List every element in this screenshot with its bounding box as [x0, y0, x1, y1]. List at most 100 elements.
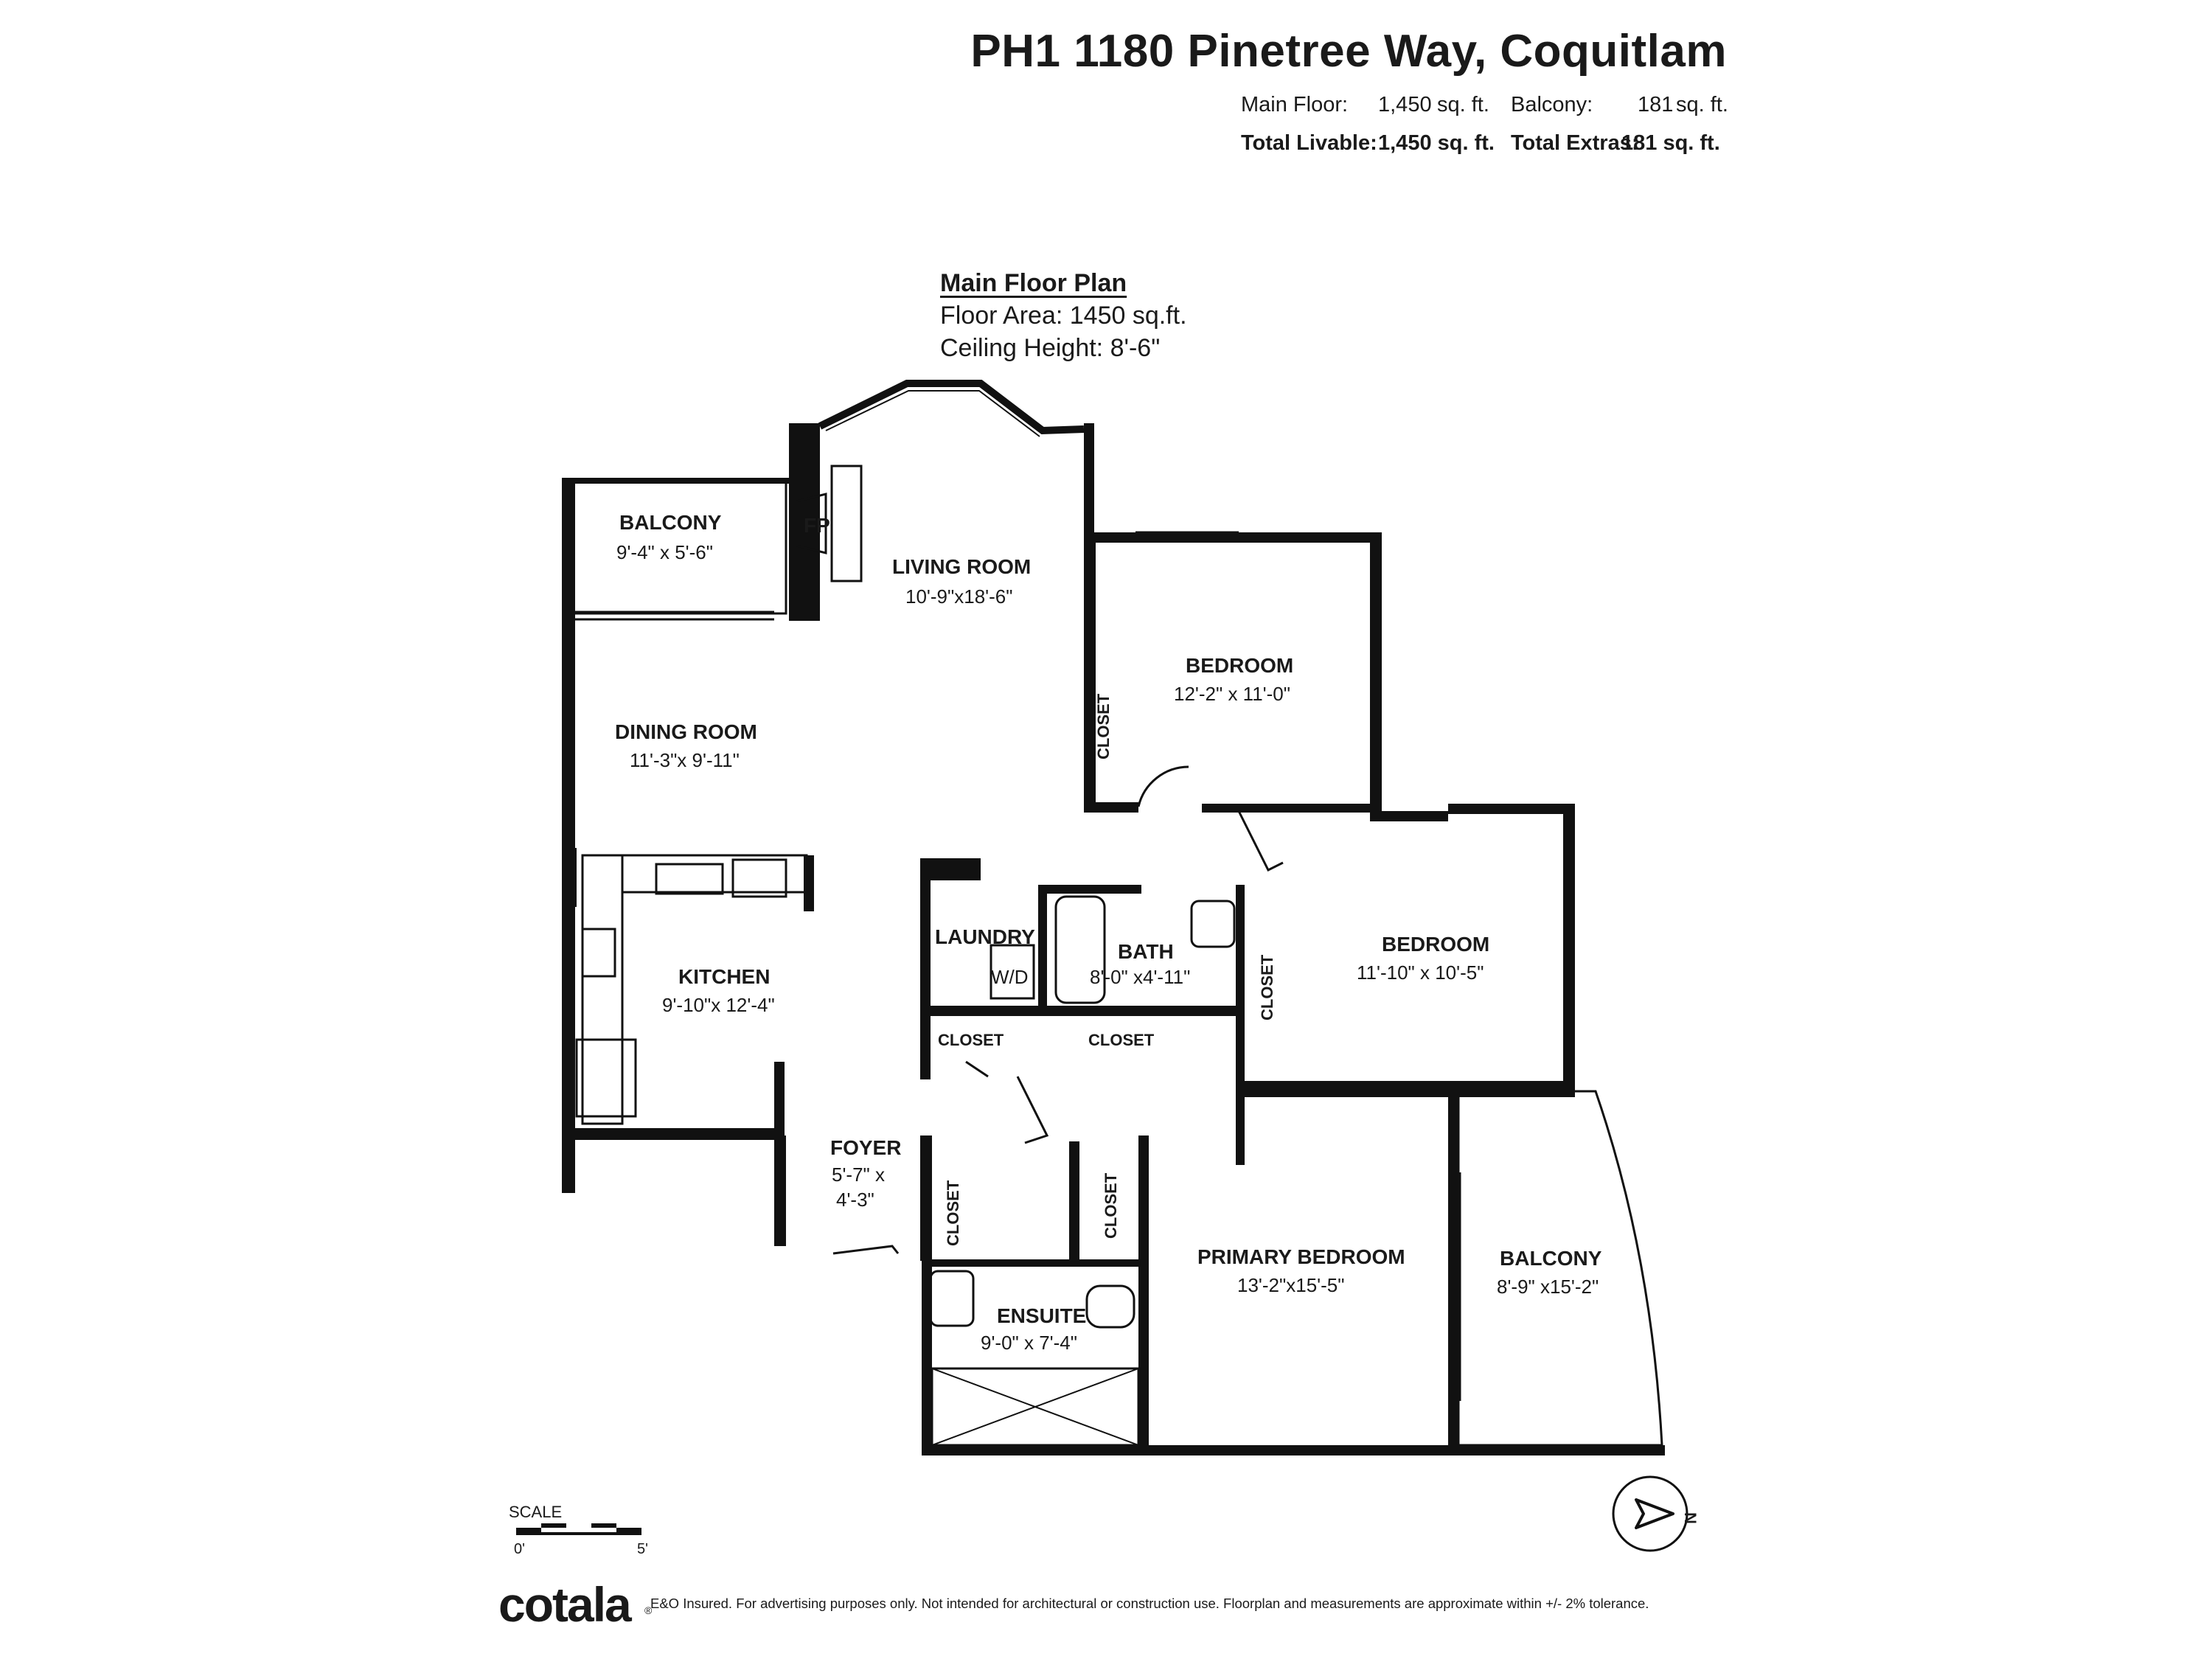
registered-mark: ® — [644, 1604, 653, 1616]
compass-icon — [1612, 1475, 1688, 1552]
bedroom1-door — [1137, 765, 1189, 807]
ensuite-dims: 9'-0" x 7'-4" — [981, 1332, 1077, 1354]
wall-ensuite-north — [922, 1259, 1143, 1267]
washer-dryer — [990, 944, 1035, 1000]
hall-door — [1016, 1076, 1049, 1144]
bath-sink — [1190, 900, 1236, 948]
room-labels: BALCONY 9'-4" x 5'-6" LIVING ROOM 10'-9"… — [615, 511, 1602, 1354]
balcony-west-outline — [563, 479, 787, 615]
windows — [575, 531, 1569, 1401]
listing-title: PH1 1180 Pinetree Way, Coquitlam — [970, 26, 1727, 77]
wall-south — [922, 1445, 1665, 1455]
balcony-west-label: BALCONY — [619, 511, 722, 534]
foyer-label: FOYER — [830, 1136, 901, 1159]
total-livable-value: 1,450 sq. ft. — [1378, 131, 1495, 155]
wall-ensuite-east — [1138, 1135, 1149, 1453]
wall-fireplace-mass — [789, 423, 820, 621]
scale-bar — [516, 1523, 641, 1535]
cotala-logo: cotala — [498, 1577, 632, 1632]
wall-bath-south — [920, 1006, 1245, 1016]
main-floor-value: 1,450 — [1378, 93, 1432, 116]
plan-info: Main Floor Plan Floor Area: 1450 sq.ft. … — [940, 267, 1187, 364]
bath-dims: 8'-0" x4'-11" — [1090, 966, 1190, 988]
laundry-label: LAUNDRY — [935, 925, 1035, 948]
entry-door — [832, 1245, 900, 1255]
kitchen-appliance — [575, 1038, 637, 1118]
wall-primary-east — [1448, 1091, 1458, 1453]
dining-room-label: DINING ROOM — [615, 720, 757, 743]
ensuite-label: ENSUITE — [997, 1304, 1086, 1327]
scale-label: SCALE — [509, 1503, 563, 1521]
kitchen-fridge — [731, 858, 787, 898]
wall-bedroom2-east — [1563, 804, 1575, 1097]
exterior-walls — [562, 423, 1665, 1455]
closet-door — [965, 1060, 989, 1078]
fireplace-label: FP — [804, 514, 830, 537]
bedroom2-door — [1237, 810, 1284, 872]
balcony-west-dims: 9'-4" x 5'-6" — [616, 541, 713, 563]
kitchen-counter-west — [581, 854, 624, 1125]
living-room-label: LIVING ROOM — [892, 555, 1031, 578]
wall-bedroom1-east — [1370, 532, 1382, 813]
kitchen-fixtures — [575, 854, 808, 1125]
main-floor-label: Main Floor: — [1241, 93, 1349, 116]
wall-foyer-west — [774, 1135, 786, 1246]
kitchen-label: KITCHEN — [678, 965, 770, 988]
wall-kitchen-east-lower — [774, 1062, 785, 1140]
closet-hall-1: CLOSET — [938, 1031, 1004, 1049]
balcony-label: Balcony: — [1511, 93, 1593, 116]
closet-bedroom2: CLOSET — [1258, 954, 1276, 1020]
dining-room-dims: 11'-3"x 9'-11" — [630, 749, 740, 771]
primary-bedroom-dims: 13'-2"x15'-5" — [1237, 1274, 1344, 1296]
wall-bedroom2-south — [1239, 1081, 1575, 1097]
kitchen-counter-north — [621, 854, 808, 894]
wall-laundry-bath — [1038, 885, 1047, 1010]
balcony-unit: sq. ft. — [1676, 93, 1728, 116]
kitchen-sink — [655, 863, 724, 895]
stove — [581, 928, 616, 978]
wall-bedroom1-south-a — [1084, 802, 1138, 813]
bedroom2-dims: 11'-10" x 10'-5" — [1357, 961, 1484, 984]
kitchen-dims: 9'-10"x 12'-4" — [662, 994, 775, 1016]
wall-laundry-west — [920, 858, 931, 1006]
closet-bedroom1: CLOSET — [1094, 693, 1113, 759]
wall-bath-north — [1038, 885, 1141, 894]
wall-living-east — [1084, 423, 1094, 534]
bay-window — [818, 380, 1085, 437]
wall-bedroom1-west — [1084, 532, 1096, 813]
wall-kitchen-nw — [562, 848, 577, 907]
wall-bedroom1-south-b — [1202, 804, 1382, 813]
closet-ensuite-2: CLOSET — [1102, 1172, 1120, 1239]
ensuite-sink — [929, 1270, 975, 1327]
bath-fixtures — [929, 895, 1236, 1447]
foyer-dims-1: 5'-7" x — [832, 1164, 885, 1186]
bedroom1-label: BEDROOM — [1186, 654, 1293, 677]
closet-ensuite-1: CLOSET — [944, 1180, 962, 1246]
wall-west — [562, 478, 575, 1193]
bath-label: BATH — [1118, 940, 1174, 963]
wall-closet-west — [920, 1006, 931, 1079]
bathtub — [1054, 895, 1106, 1004]
wall-kitchen-east-upper — [804, 855, 814, 911]
wall-closet-left — [920, 1135, 931, 1261]
total-extras-value: 181 sq. ft. — [1621, 131, 1720, 155]
balcony-outlines — [563, 479, 1663, 1447]
foyer-dims-2: 4'-3" — [836, 1189, 874, 1211]
wall-kitchen-south — [562, 1128, 780, 1140]
wall-bath-east — [1236, 885, 1245, 1165]
balcony-value: 181 — [1638, 93, 1674, 116]
scale-zero: 0' — [514, 1541, 525, 1557]
ceiling-height: Ceiling Height: 8'-6" — [940, 334, 1161, 362]
balcony-east-dims: 8'-9" x15'-2" — [1497, 1276, 1599, 1298]
total-extras-label: Total Extras: — [1511, 131, 1639, 155]
balcony-east-label: BALCONY — [1500, 1247, 1602, 1270]
main-floor-unit: sq. ft. — [1437, 93, 1489, 116]
balcony-east-outline — [1457, 1090, 1663, 1447]
ensuite-toilet — [1085, 1284, 1135, 1329]
fireplace-unit: FP — [795, 465, 863, 582]
living-room-dims: 10'-9"x18'-6" — [905, 585, 1012, 608]
primary-bedroom-label: PRIMARY BEDROOM — [1197, 1245, 1405, 1268]
disclaimer: E&O Insured. For advertising purposes on… — [650, 1596, 1649, 1611]
bedroom2-label: BEDROOM — [1382, 933, 1489, 956]
